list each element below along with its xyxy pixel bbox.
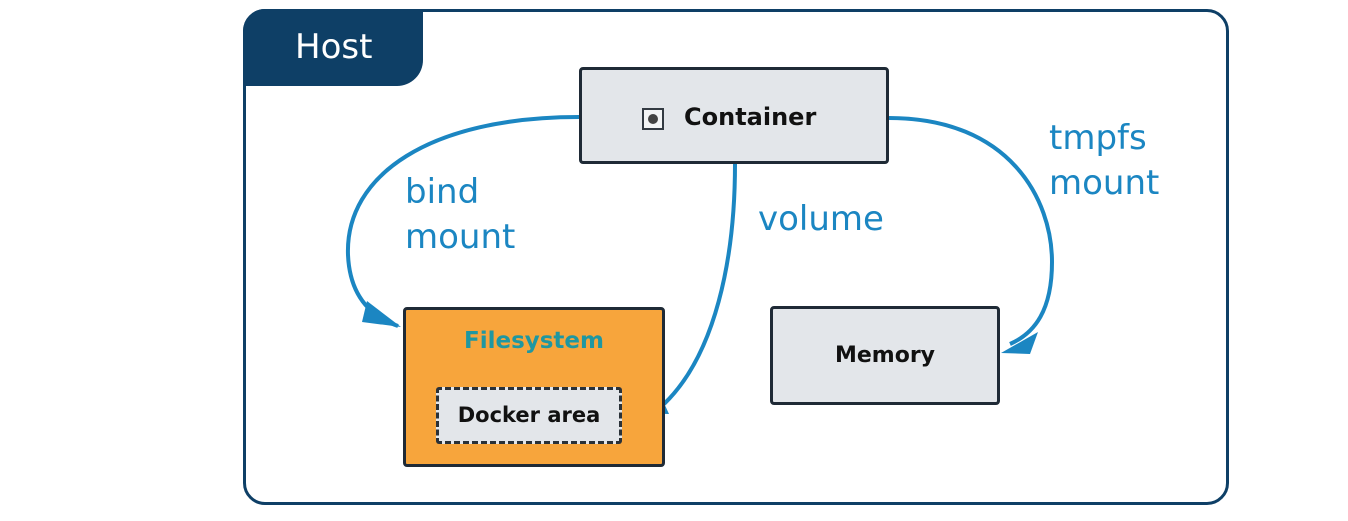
tmpfs-mount-arrow <box>888 116 1055 346</box>
filesystem-box: Filesystem Docker area <box>403 307 665 467</box>
container-icon <box>642 108 664 130</box>
memory-box: Memory <box>770 306 1000 405</box>
volume-label: volume <box>758 199 884 239</box>
tmpfs-mount-arrowhead <box>1001 332 1038 354</box>
docker-area: Docker area <box>436 387 622 444</box>
filesystem-label: Filesystem <box>463 328 604 354</box>
container-box: Container <box>579 67 889 164</box>
container-label: Container <box>684 103 817 131</box>
volume-arrow <box>662 163 737 406</box>
bind-mount-arrowhead <box>362 301 401 327</box>
bind-mount-label: bind mount <box>405 172 516 257</box>
host-label: Host <box>243 9 423 86</box>
tmpfs-mount-label: tmpfs mount <box>1049 118 1160 203</box>
